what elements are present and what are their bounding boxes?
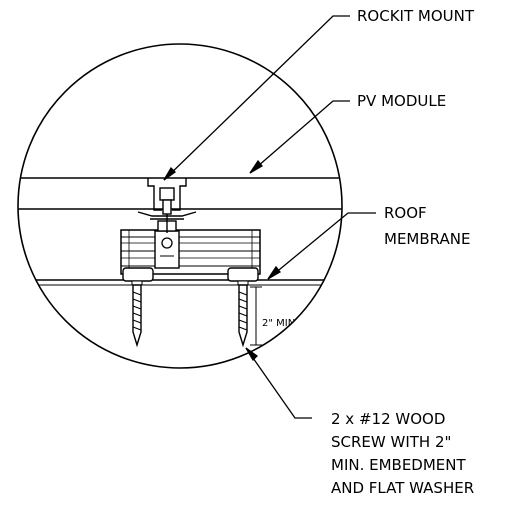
leader-roof-membrane	[267, 212, 376, 280]
leader-pv-module	[249, 100, 350, 174]
label-rockit-mount: ROCKIT MOUNT	[357, 7, 475, 25]
embed-dimension-label: 2" MIN. EMBED.	[262, 318, 341, 329]
detail-circle	[17, 43, 343, 369]
leader-wood-screw	[245, 347, 312, 419]
label-roof-line2: MEMBRANE	[384, 230, 470, 248]
roof-membrane	[18, 279, 342, 286]
leader-rockit-mount	[163, 15, 350, 181]
rockit-mount-clamp	[137, 178, 197, 233]
embed-dimension	[250, 286, 262, 346]
section-view: 2" MIN. EMBED.	[18, 177, 342, 348]
rockit-mount-base	[120, 229, 261, 282]
label-screw-line2: SCREW WITH 2"	[331, 433, 451, 451]
label-screw-line1: 2 x #12 WOOD	[331, 410, 445, 428]
label-screw-line4: AND FLAT WASHER	[331, 479, 474, 497]
label-pv-module: PV MODULE	[357, 92, 446, 110]
label-roof-line1: ROOF	[384, 204, 427, 222]
label-screw-line3: MIN. EMBEDMENT	[331, 456, 467, 474]
wood-screw-right	[237, 280, 249, 348]
wood-screw-left	[131, 280, 143, 348]
